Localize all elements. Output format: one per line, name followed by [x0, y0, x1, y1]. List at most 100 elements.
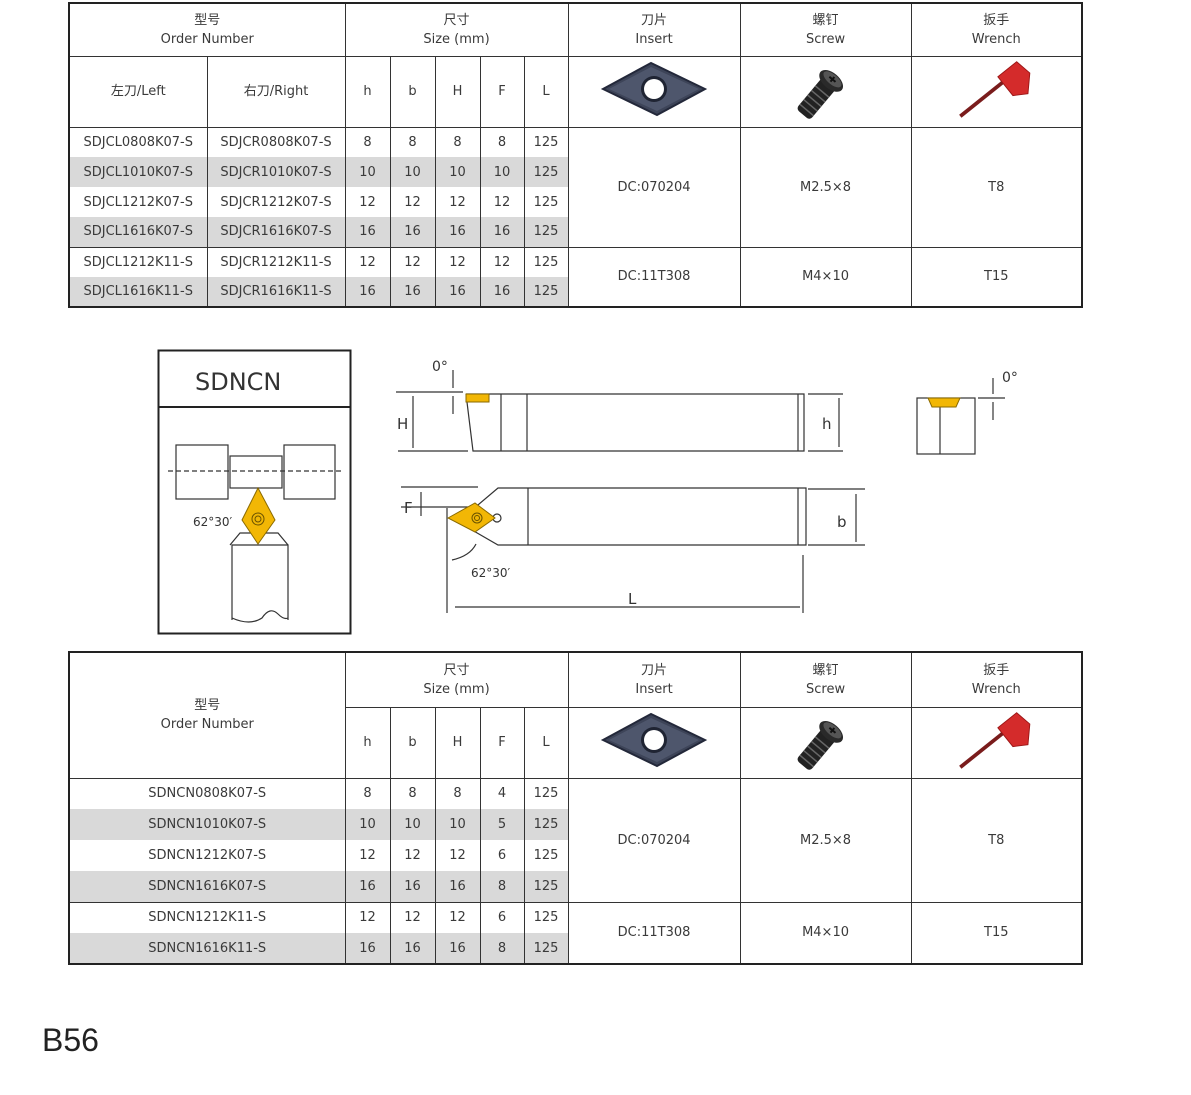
wrench-value: T8: [910, 777, 1083, 903]
table-cell: 125: [523, 157, 569, 187]
table-cell: 16: [389, 871, 436, 903]
table-cell: SDJCR1616K11-S: [206, 277, 346, 308]
screw-value: M2.5×8: [739, 126, 912, 248]
table-cell: 10: [389, 157, 436, 187]
table-cell: SDNCN0808K07-S: [68, 777, 346, 809]
wrench-image: [910, 706, 1083, 779]
table-cell: 12: [434, 840, 481, 871]
table-cell: 12: [434, 901, 481, 933]
table-cell: 125: [523, 840, 569, 871]
header-right: 右刀/Right: [206, 55, 346, 128]
table-cell: SDJCL1212K07-S: [68, 187, 208, 217]
table-cell: 125: [523, 126, 569, 157]
dim-label-h: h: [822, 415, 832, 433]
table-cell: 125: [523, 246, 569, 277]
header-dim-H: H: [434, 55, 481, 128]
table-cell: SDJCR1616K07-S: [206, 217, 346, 248]
insert-value: DC:070204: [567, 777, 741, 903]
table-cell: SDJCR1212K07-S: [206, 187, 346, 217]
table-cell: 125: [523, 187, 569, 217]
header-dim-F: F: [479, 706, 525, 779]
table-cell: 125: [523, 217, 569, 248]
table-cell: SDNCN1212K07-S: [68, 840, 346, 871]
table-cell: 12: [389, 246, 436, 277]
table-cell: 12: [344, 901, 391, 933]
wrench-icon: [958, 710, 1032, 769]
wrench-value: T15: [910, 901, 1083, 965]
top-view-drawing: [401, 486, 865, 613]
table-cell: 6: [479, 840, 525, 871]
header-dim-b: b: [389, 706, 436, 779]
wrench-icon: [958, 59, 1032, 118]
side-view-drawing: [396, 370, 843, 452]
table-cell: SDJCR1212K11-S: [206, 246, 346, 277]
table-cell: 12: [434, 246, 481, 277]
header-left: 左刀/Left: [68, 55, 208, 128]
table-cell: SDNCN1616K07-S: [68, 871, 346, 903]
table-cell: 125: [523, 933, 569, 965]
table-cell: 16: [434, 871, 481, 903]
dim-label-b: b: [837, 513, 847, 531]
table-cell: 8: [344, 126, 391, 157]
table-cell: 6: [479, 901, 525, 933]
table-cell: SDJCL1010K07-S: [68, 157, 208, 187]
header-dim-h: h: [344, 55, 391, 128]
table-cell: 8: [389, 126, 436, 157]
insert-icon: [602, 61, 707, 116]
table-cell: 16: [479, 277, 525, 308]
screw-image: [739, 706, 912, 779]
insert-value: DC:070204: [567, 126, 741, 248]
table-cell: 12: [434, 187, 481, 217]
wrench-image: [910, 55, 1083, 128]
insert-image: [567, 55, 741, 128]
table-cell: 12: [389, 840, 436, 871]
table-cell: 125: [523, 809, 569, 840]
table-cell: 5: [479, 809, 525, 840]
table-cell: 10: [344, 809, 391, 840]
table-cell: 12: [389, 901, 436, 933]
dim-label-H: H: [397, 415, 408, 433]
diagram-title: SDNCN: [195, 368, 281, 396]
screw-value: M2.5×8: [739, 777, 912, 903]
zero-angle-label-2: 0°: [1002, 370, 1018, 386]
table-cell: 12: [344, 840, 391, 871]
table-cell: SDJCL1212K11-S: [68, 246, 208, 277]
table-cell: 8: [479, 871, 525, 903]
table-cell: 12: [479, 187, 525, 217]
table-cell: 12: [344, 246, 391, 277]
table-cell: 16: [389, 933, 436, 965]
table-cell: 125: [523, 777, 569, 809]
page-number: B56: [42, 1022, 99, 1058]
insert-value: DC:11T308: [567, 246, 741, 308]
workpiece-drawing: [168, 444, 343, 623]
table-cell: SDJCL1616K11-S: [68, 277, 208, 308]
table-cell: 10: [389, 809, 436, 840]
table-cell: 12: [389, 187, 436, 217]
table-cell: 8: [389, 777, 436, 809]
header-dim-F: F: [479, 55, 525, 128]
wrench-value: T8: [910, 126, 1083, 248]
header-dim-H: H: [434, 706, 481, 779]
table-cell: 125: [523, 871, 569, 903]
table-cell: SDJCR1010K07-S: [206, 157, 346, 187]
table-cell: 16: [434, 217, 481, 248]
table-cell: SDNCN1212K11-S: [68, 901, 346, 933]
table-cell: SDJCR0808K07-S: [206, 126, 346, 157]
screw-icon: [790, 715, 848, 776]
dim-label-L: L: [628, 590, 637, 608]
table-cell: 10: [434, 157, 481, 187]
table-cell: 10: [434, 809, 481, 840]
table-cell: 16: [344, 871, 391, 903]
table-cell: 16: [344, 217, 391, 248]
